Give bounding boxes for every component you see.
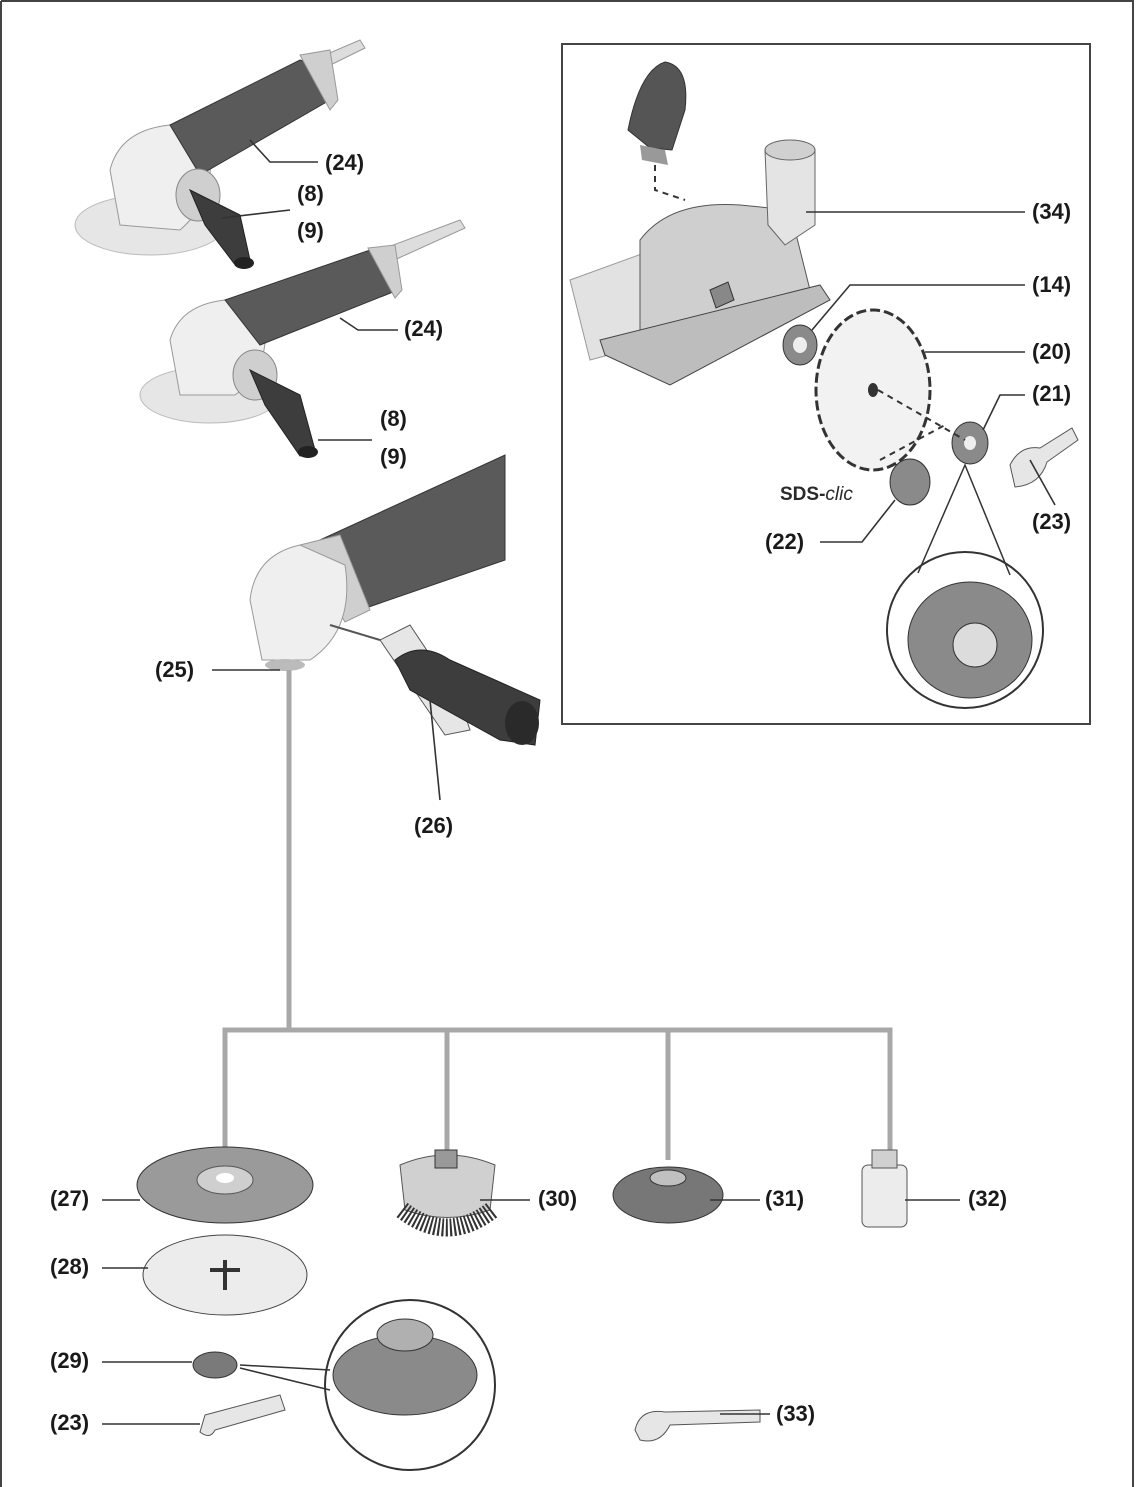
label-9-top: (9) (297, 218, 324, 243)
label-34: (34) (1032, 199, 1072, 224)
label-8-mid: (8) (380, 406, 407, 431)
label-21: (21) (1032, 381, 1072, 406)
label-8-top: (8) (297, 181, 324, 206)
label-24-top: (24) (325, 150, 365, 175)
label-28: (28) (50, 1254, 90, 1279)
label-26: (26) (414, 813, 454, 838)
label-23-bottom: (23) (50, 1410, 90, 1435)
inset-frame (561, 43, 1091, 725)
inset-assembly (569, 61, 1079, 709)
accessory-32 (861, 1149, 908, 1228)
label-20: (20) (1032, 339, 1072, 364)
sds-clic-brand: SDS-clic (780, 484, 853, 505)
label-32: (32) (968, 1186, 1008, 1211)
grinder-top (74, 39, 366, 269)
grinder-bottom (249, 454, 541, 746)
accessory-31 (612, 1166, 724, 1224)
accessory-33 (634, 1409, 761, 1442)
accessory-30 (396, 1149, 498, 1237)
label-24-mid: (24) (404, 316, 444, 341)
label-14: (14) (1032, 272, 1072, 297)
label-23-inset: (23) (1032, 509, 1072, 534)
tree-connector (222, 670, 893, 1160)
label-31: (31) (765, 1186, 805, 1211)
label-30: (30) (538, 1186, 578, 1211)
leader-lines (102, 139, 1056, 1425)
accessory-29-23 (192, 1299, 496, 1471)
label-25: (25) (155, 657, 195, 682)
label-27: (27) (50, 1186, 90, 1211)
label-22: (22) (765, 529, 805, 554)
label-33: (33) (776, 1401, 816, 1426)
label-29: (29) (50, 1348, 90, 1373)
accessory-27-28 (136, 1146, 314, 1316)
grinder-middle (139, 219, 466, 458)
label-9-mid: (9) (380, 444, 407, 469)
